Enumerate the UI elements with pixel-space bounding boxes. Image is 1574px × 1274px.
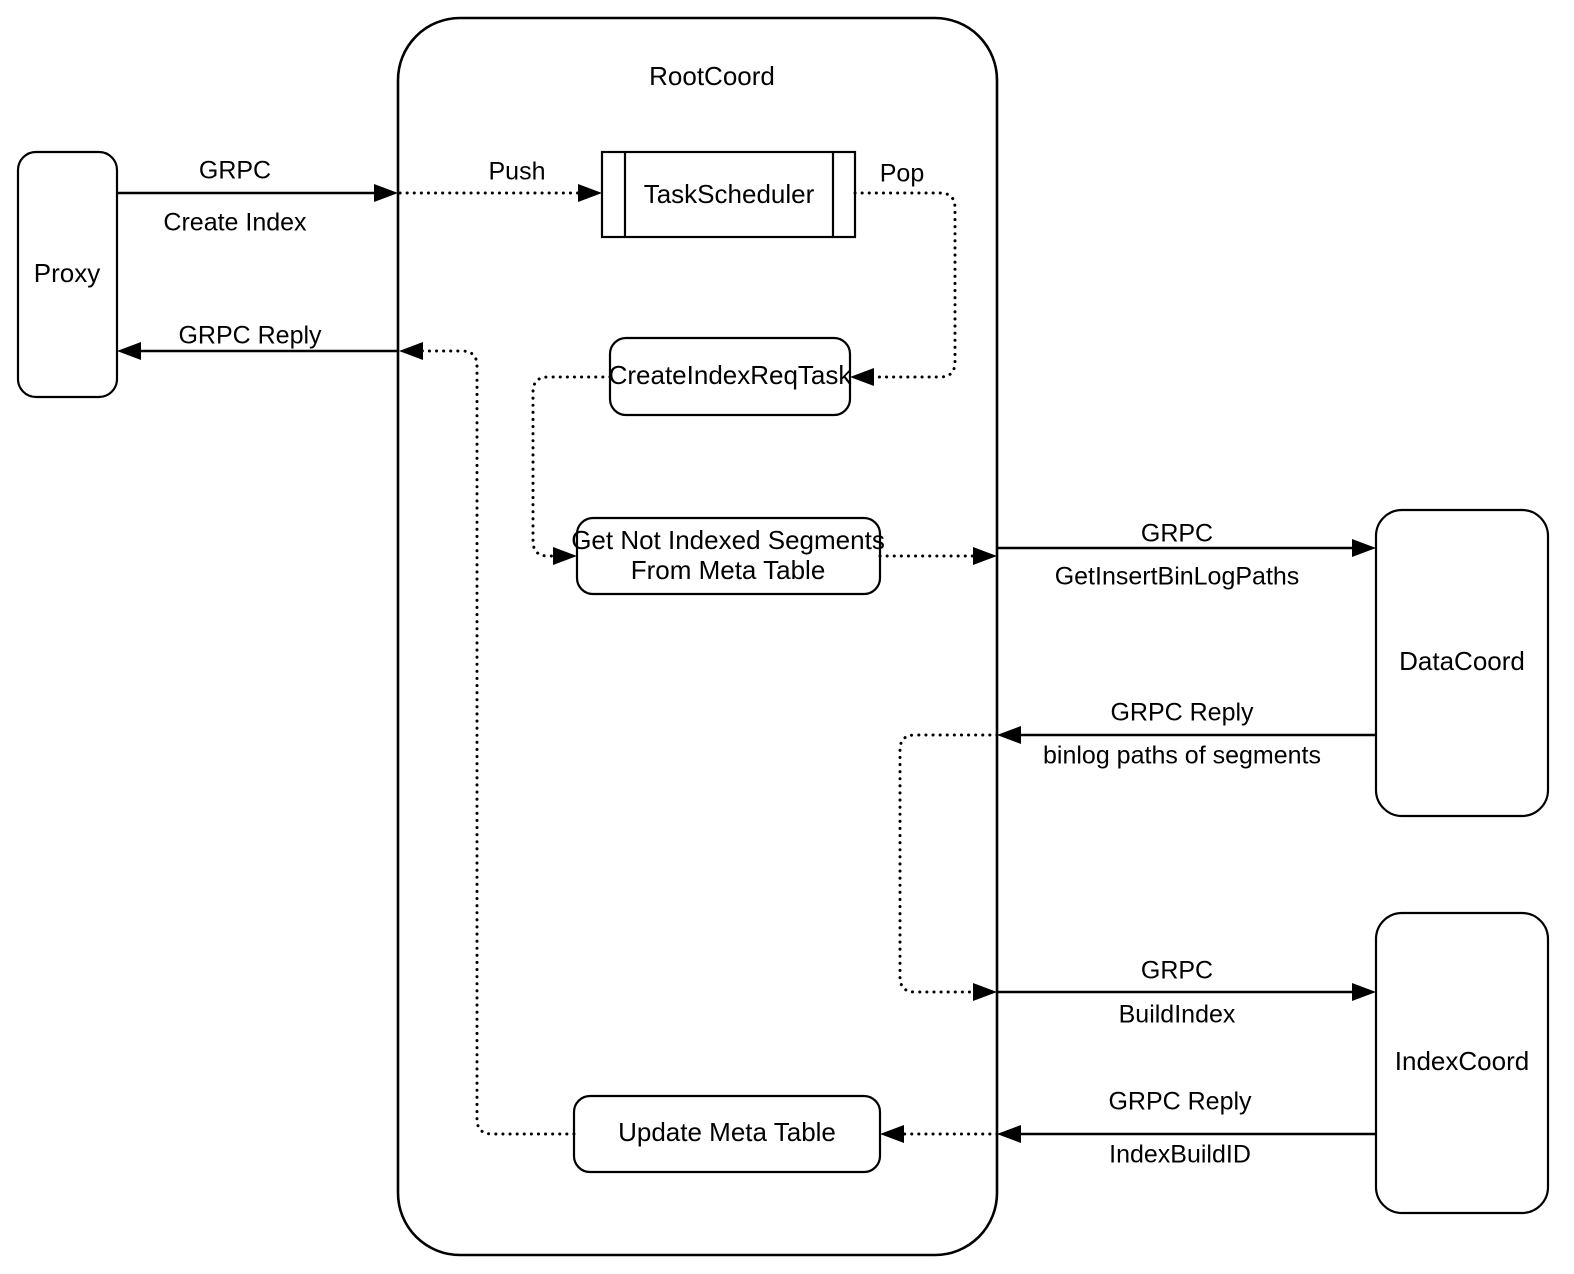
edge-proxy-to-rootcoord[interactable]: GRPC Create Index: [117, 157, 398, 237]
update-meta-table-to-reply-line: [417, 349, 576, 1136]
rootcoord-to-proxy-label-line1: GRPC Reply: [178, 322, 322, 350]
edge-binlog-to-buildindex-loop[interactable]: [898, 733, 999, 1001]
edge-push[interactable]: Push: [398, 158, 602, 202]
indexcoord-to-rootcoord-label-line2: IndexBuildID: [1109, 1141, 1251, 1169]
node-data-coord[interactable]: DataCoord: [1374, 508, 1550, 818]
rootcoord-to-indexcoord-label-line1: GRPC: [1141, 957, 1213, 985]
proxy-to-rootcoord-arrowhead: [374, 184, 398, 202]
data-coord-label: DataCoord: [1399, 646, 1525, 676]
update-meta-table-label: Update Meta Table: [618, 1117, 836, 1147]
proxy-label: Proxy: [34, 258, 100, 288]
edge-rootcoord-to-indexcoord[interactable]: GRPC BuildIndex: [997, 957, 1376, 1029]
proxy-to-rootcoord-label-line2: Create Index: [163, 209, 307, 237]
node-proxy[interactable]: Proxy: [16, 150, 119, 399]
rootcoord-to-datacoord-label-line2: GetInsertBinLogPaths: [1055, 563, 1300, 591]
proxy-box: [16, 150, 119, 399]
get-segments-to-boundary-arrowhead: [973, 547, 997, 565]
rootcoord-to-indexcoord-arrowhead: [1352, 983, 1376, 1001]
get-not-indexed-segments-label-line2: From Meta Table: [631, 555, 826, 585]
rootcoord-container[interactable]: RootCoord: [396, 16, 999, 1257]
get-not-indexed-segments-label-line1: Get Not Indexed Segments: [571, 525, 885, 555]
indexcoord-to-rootcoord-label-line1: GRPC Reply: [1108, 1088, 1252, 1116]
edge-update-meta-table-to-reply[interactable]: [399, 342, 576, 1136]
edge-rootcoord-to-proxy[interactable]: GRPC Reply: [117, 322, 398, 360]
edge-datacoord-to-rootcoord[interactable]: GRPC Reply binlog paths of segments: [997, 699, 1376, 770]
index-coord-box: [1374, 911, 1550, 1215]
index-coord-label: IndexCoord: [1395, 1046, 1529, 1076]
node-get-not-indexed-segments[interactable]: Get Not Indexed Segments From Meta Table: [571, 516, 885, 596]
datacoord-to-rootcoord-arrowhead: [997, 726, 1021, 744]
edge-boundary-to-update-meta-table[interactable]: [880, 1125, 999, 1143]
create-index-req-task-label: CreateIndexReqTask: [609, 360, 853, 390]
edge-indexcoord-to-rootcoord[interactable]: GRPC Reply IndexBuildID: [997, 1088, 1376, 1169]
task-scheduler-label: TaskScheduler: [644, 179, 815, 209]
task-scheduler-box: [600, 150, 857, 239]
task-to-get-segments-arrowhead: [553, 547, 577, 565]
node-update-meta-table[interactable]: Update Meta Table: [572, 1094, 882, 1174]
binlog-to-buildindex-loop-line: [898, 733, 999, 994]
rootcoord-to-datacoord-arrowhead: [1352, 539, 1376, 557]
proxy-to-rootcoord-label-line1: GRPC: [199, 157, 271, 185]
pop-line: [853, 191, 957, 379]
push-arrowhead: [578, 184, 602, 202]
rootcoord-to-indexcoord-label-line2: BuildIndex: [1119, 1001, 1236, 1029]
binlog-to-buildindex-loop-arrowhead: [973, 983, 997, 1001]
boundary-to-update-meta-table-arrowhead: [880, 1125, 904, 1143]
edge-rootcoord-to-datacoord[interactable]: GRPC GetInsertBinLogPaths: [997, 520, 1376, 591]
pop-arrowhead: [850, 368, 874, 386]
rootcoord-label: RootCoord: [649, 61, 775, 91]
node-index-coord[interactable]: IndexCoord: [1374, 911, 1550, 1215]
node-task-scheduler[interactable]: TaskScheduler: [600, 150, 857, 239]
push-label: Push: [489, 158, 546, 186]
pop-label: Pop: [880, 160, 924, 188]
datacoord-to-rootcoord-label-line2: binlog paths of segments: [1043, 742, 1321, 770]
node-create-index-req-task[interactable]: CreateIndexReqTask: [609, 336, 853, 417]
rootcoord-to-proxy-arrowhead: [117, 342, 141, 360]
data-coord-box: [1374, 508, 1550, 818]
edge-get-segments-to-boundary[interactable]: [878, 547, 997, 565]
edge-task-to-get-segments[interactable]: [531, 375, 612, 565]
rootcoord-to-datacoord-label-line1: GRPC: [1141, 520, 1213, 548]
datacoord-to-rootcoord-label-line1: GRPC Reply: [1110, 699, 1254, 727]
indexcoord-to-rootcoord-arrowhead: [997, 1125, 1021, 1143]
update-meta-table-to-reply-arrowhead: [399, 342, 423, 360]
edge-pop[interactable]: Pop: [850, 160, 957, 386]
rootcoord-boundary: [396, 16, 999, 1257]
